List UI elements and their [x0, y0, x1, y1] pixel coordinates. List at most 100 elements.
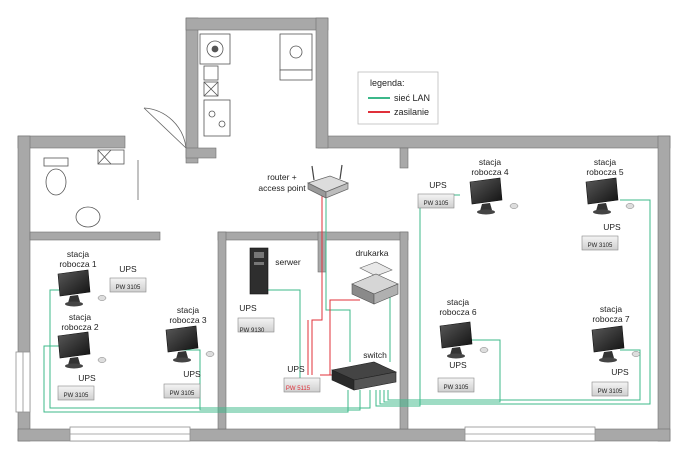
switch-ups-icon — [283, 377, 321, 393]
server-ups-label: UPS — [239, 303, 257, 313]
workstation-ups-label: UPS — [119, 264, 137, 274]
legend-item-power: zasilanie — [394, 107, 429, 117]
cabinet-1 — [203, 65, 219, 81]
workstation-ups-model: PW 3105 — [588, 243, 613, 249]
server-label: serwer — [275, 257, 301, 267]
workstation-ups-label: UPS — [449, 360, 467, 370]
mouse-icon — [631, 351, 641, 357]
workstation-label-line2: robocza 6 — [439, 307, 477, 317]
mouse-icon — [205, 351, 215, 357]
printer: drukarka — [351, 248, 399, 305]
fridge — [203, 99, 231, 137]
interior-wall-v3 — [399, 231, 409, 430]
ups-icon — [109, 277, 147, 293]
router-label-line1: router + — [267, 172, 297, 182]
workstation-ups-label: UPS — [183, 369, 201, 379]
bath-cabinet — [97, 149, 125, 165]
router-access-point: router + access point — [258, 164, 349, 199]
workstation-ups-model: PW 3105 — [444, 385, 469, 391]
mouse-icon — [625, 203, 635, 209]
switch-icon — [331, 361, 397, 391]
legend-title: legenda: — [370, 78, 405, 88]
bathroom-wall-bottom — [29, 231, 161, 241]
mouse-icon — [97, 357, 107, 363]
monitor-icon — [469, 177, 503, 215]
interior-wall-h1 — [217, 231, 409, 241]
toilet — [45, 168, 67, 196]
ups-icon — [591, 381, 629, 397]
workstation-label-line2: robocza 1 — [59, 259, 97, 269]
workstation-label-line1: stacja — [69, 312, 91, 322]
monitor-icon — [57, 331, 91, 369]
bath-partition — [185, 147, 217, 159]
workstation-ups-model: PW 3105 — [170, 391, 195, 397]
ups-icon — [57, 385, 95, 401]
workstation-label-line1: stacja — [447, 297, 469, 307]
switch-ups-label: UPS — [287, 364, 305, 374]
printer-label: drukarka — [355, 248, 388, 258]
router-label-line2: access point — [258, 183, 306, 193]
workstation-label-line1: stacja — [67, 249, 89, 259]
server-tower-icon — [249, 247, 269, 295]
bathroom-fixtures — [43, 149, 125, 228]
ups-icon — [581, 235, 619, 251]
network-switch: switch UPS PW 5115 — [283, 350, 397, 393]
monitor-icon — [439, 321, 473, 359]
washbasin — [75, 206, 101, 228]
workstation-ups-label: UPS — [611, 367, 629, 377]
ups-icon — [163, 383, 201, 399]
workstation-ups-model: PW 3105 — [424, 201, 449, 207]
interior-wall-v2 — [399, 147, 409, 169]
mouse-icon — [97, 295, 107, 301]
monitor-icon — [165, 325, 199, 363]
monitor-icon — [57, 269, 91, 307]
mouse-icon — [509, 203, 519, 209]
kitchen-wall-right — [315, 17, 329, 149]
kitchen-fixtures — [199, 33, 313, 137]
workstation-label-line2: robocza 5 — [586, 167, 624, 177]
lan-cables — [43, 190, 651, 413]
mouse-icon — [479, 347, 489, 353]
workstation-label-line1: stacja — [479, 157, 501, 167]
workstation-label-line2: robocza 7 — [592, 314, 630, 324]
workstation-label-line2: robocza 2 — [61, 322, 99, 332]
printer-icon — [351, 261, 399, 305]
workstation-label-line2: robocza 3 — [169, 315, 207, 325]
workstation-ups-model: PW 3105 — [64, 393, 89, 399]
ups-icon — [417, 193, 455, 209]
workstation-ups-label: UPS — [429, 180, 447, 190]
workstation-label-line2: robocza 4 — [471, 167, 509, 177]
workstation-ups-label: UPS — [603, 222, 621, 232]
switch-label: switch — [363, 350, 387, 360]
workstation-ups-label: UPS — [78, 373, 96, 383]
server-ups-model: PW 9130 — [240, 328, 265, 334]
ups-icon — [437, 377, 475, 393]
server: serwer UPS PW 9130 — [237, 247, 301, 334]
legend-item-lan: sieć LAN — [394, 93, 430, 103]
workstation-label-line1: stacja — [600, 304, 622, 314]
interior-wall-v1 — [217, 231, 227, 430]
monitor-icon — [591, 325, 625, 363]
workstation-ups-model: PW 3105 — [598, 389, 623, 395]
outer-wall-top-left — [17, 135, 126, 149]
workstation-ups-model: PW 3105 — [116, 285, 141, 291]
workstation-label-line1: stacja — [594, 157, 616, 167]
workstation-label-line1: stacja — [177, 305, 199, 315]
entry-door — [137, 107, 187, 200]
kitchen-wall-left — [185, 17, 199, 164]
server-ups-icon — [237, 317, 275, 333]
outer-wall-right — [657, 135, 671, 442]
power-cables — [307, 190, 360, 376]
legend: legenda: sieć LAN zasilanie — [357, 71, 439, 125]
windows — [15, 351, 596, 442]
monitor-icon — [585, 177, 619, 215]
